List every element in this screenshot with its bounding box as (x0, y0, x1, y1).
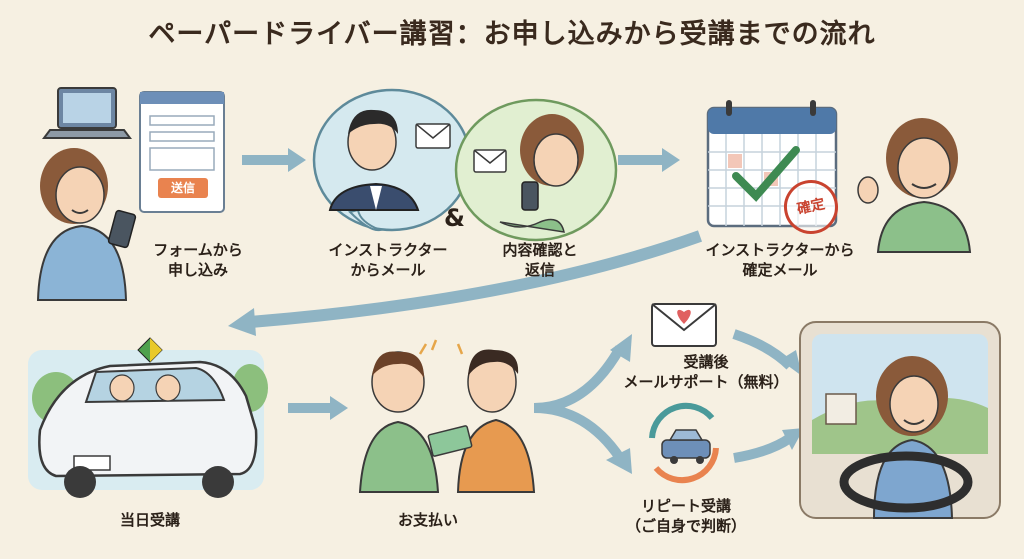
car-scene (28, 337, 268, 498)
person-thumbs-up (857, 118, 972, 253)
arrow-7 (733, 433, 793, 463)
customer-bubble (454, 98, 618, 242)
label-mail-support: 受講後 メールサポート（無料） (623, 353, 789, 392)
instructor-bubble (312, 88, 472, 232)
label-instructor-mail: インストラクター からメール (328, 241, 448, 280)
arrow-5 (533, 403, 625, 461)
payment-scene (358, 339, 536, 493)
person-applying (36, 148, 137, 301)
label-confirm-reply: 内容確認と 返信 (502, 241, 578, 280)
driver-scene (799, 321, 1001, 519)
label-repeat: リピート受講 （ご自身で判断） (625, 497, 746, 536)
send-button: 送信 (158, 178, 208, 198)
envelope-heart-icon (651, 303, 717, 347)
arrow-long (249, 230, 703, 328)
label-confirmation-mail: インストラクターから 確定メール (705, 241, 855, 280)
repeat-car-icon (649, 402, 719, 484)
laptop-icon (42, 87, 132, 139)
label-payment: お支払い (397, 511, 458, 529)
page-title: ペーパードライバー講習：お申し込みから受講までの流れ (148, 19, 876, 50)
arrow-4 (533, 345, 625, 413)
ampersand: & (444, 204, 465, 232)
label-apply: フォームから 申し込み (153, 241, 243, 280)
label-lesson-day: 当日受講 (119, 511, 180, 529)
